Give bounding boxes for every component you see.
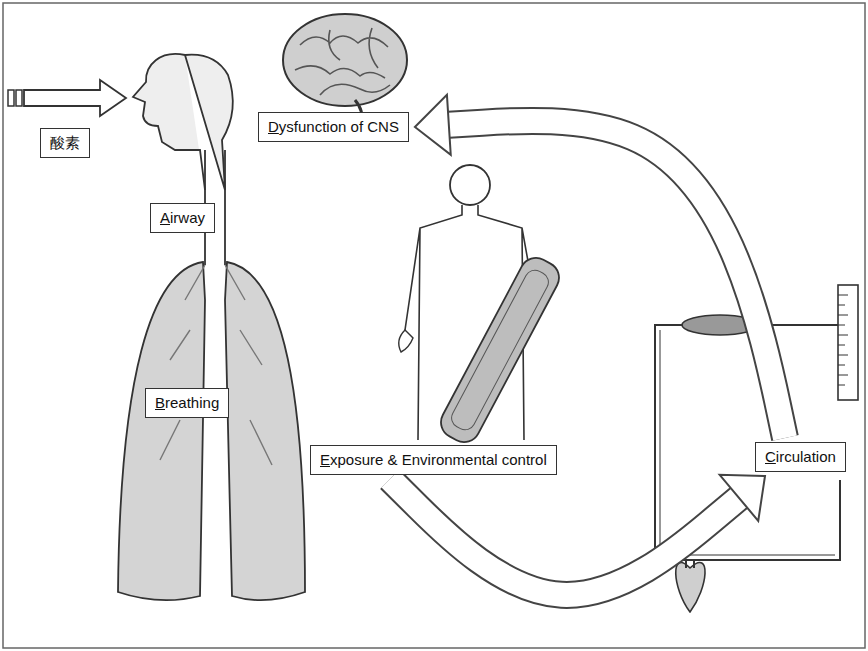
box-label: Dysfunction of CNS xyxy=(268,118,399,136)
label-box: Exposure & Environmental control xyxy=(310,445,557,475)
label-box: Airway xyxy=(150,203,215,233)
heart xyxy=(676,563,705,612)
head-profile xyxy=(133,54,233,190)
manometer xyxy=(838,285,858,400)
arrow-body xyxy=(390,479,739,595)
label-box: Breathing xyxy=(145,388,229,418)
label-box: Dysfunction of CNS xyxy=(258,112,409,142)
arrow-body xyxy=(449,121,785,438)
box-label: Breathing xyxy=(155,394,219,412)
warming-blanket xyxy=(435,252,564,447)
arrow-head xyxy=(415,95,451,155)
label-box: 酸素 xyxy=(40,128,90,158)
bronchi xyxy=(160,265,272,465)
box-label: Exposure & Environmental control xyxy=(320,451,547,469)
brain-outline xyxy=(283,14,407,106)
box-label: 酸素 xyxy=(50,134,80,152)
right-lung xyxy=(225,262,305,600)
brain-illustration xyxy=(283,14,407,122)
oxygen-arrow-shape xyxy=(24,80,126,116)
box-label: Circulation xyxy=(765,448,836,466)
left-lung xyxy=(118,262,205,600)
oxygen-arrow xyxy=(8,80,126,116)
patient-hand xyxy=(399,330,413,352)
frame xyxy=(3,3,865,648)
oxygen-cannula xyxy=(8,90,14,106)
patient-head xyxy=(450,165,490,205)
arrow-head xyxy=(720,475,765,521)
brain-folds xyxy=(295,28,390,95)
arrow-outline xyxy=(449,121,785,438)
hollow-arrow xyxy=(415,95,785,438)
box-label: Airway xyxy=(160,209,205,227)
arrow-outline xyxy=(390,479,739,595)
warming-blanket-inner xyxy=(448,267,552,434)
manometer-scale xyxy=(838,295,848,385)
heart-vessels xyxy=(686,560,694,568)
patient-illustration xyxy=(399,165,565,448)
hollow-arrow xyxy=(390,475,765,595)
oxygen-cannula xyxy=(16,90,22,106)
label-box: Circulation xyxy=(755,442,846,472)
